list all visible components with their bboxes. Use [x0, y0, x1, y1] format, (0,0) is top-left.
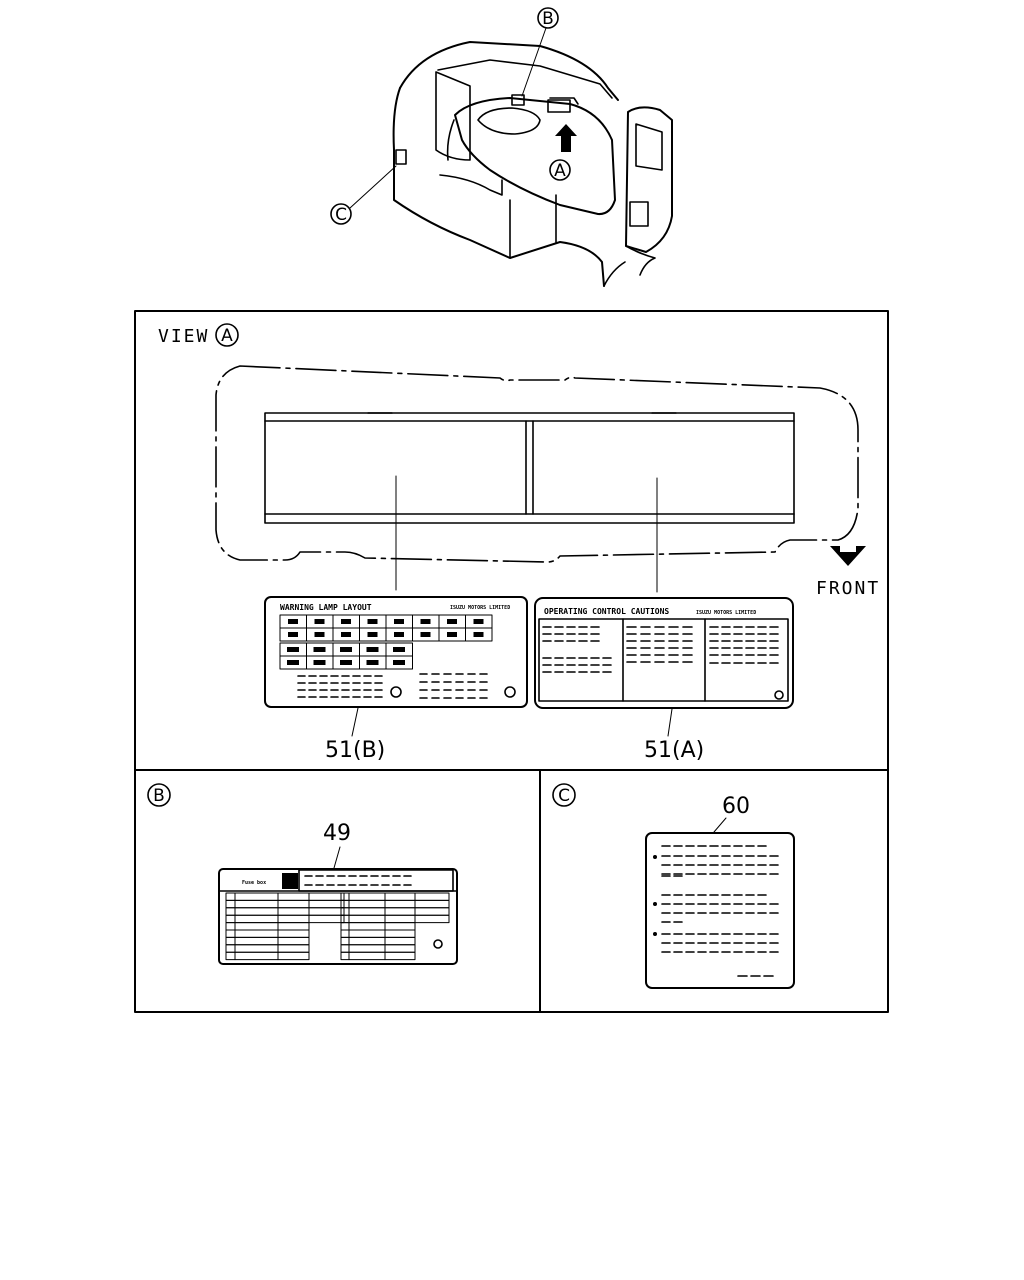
- part-51b: 51(B): [325, 738, 385, 763]
- label-51b-title: WARNING LAMP LAYOUT: [280, 603, 372, 612]
- label-51a-maker: ISUZU MOTORS LIMITED: [696, 610, 756, 616]
- label-49-title: Fuse box: [242, 880, 266, 886]
- part-49: 49: [323, 821, 351, 846]
- part-51a: 51(A): [644, 738, 704, 763]
- operating-caution-label: OPERATING CONTROL CAUTIONS ISUZU MOTORS …: [534, 597, 794, 709]
- callout-a-top: A: [554, 161, 566, 181]
- cab-interior-sketch: [330, 7, 673, 287]
- callout-c-top: C: [335, 205, 347, 225]
- front-label: FRONT: [816, 578, 880, 599]
- fuse-box-label: Fuse box: [218, 868, 458, 965]
- label-51a-title: OPERATING CONTROL CAUTIONS: [544, 607, 669, 616]
- view-a-title: VIEW: [158, 326, 209, 347]
- view-a-callout: A: [221, 326, 233, 346]
- side-caution-label: [645, 832, 795, 989]
- label-51b-maker: ISUZU MOTORS LIMITED: [450, 605, 510, 611]
- part-60: 60: [722, 794, 750, 819]
- view-b-callout: B: [153, 786, 165, 806]
- callout-b-top: B: [542, 9, 554, 29]
- front-arrow-icon: [830, 546, 866, 566]
- warning-lamp-label: WARNING LAMP LAYOUT ISUZU MOTORS LIMITED: [264, 596, 528, 708]
- detail-frame: [134, 310, 889, 1013]
- view-c-callout: C: [558, 786, 570, 806]
- dashboard-outline: [215, 365, 859, 593]
